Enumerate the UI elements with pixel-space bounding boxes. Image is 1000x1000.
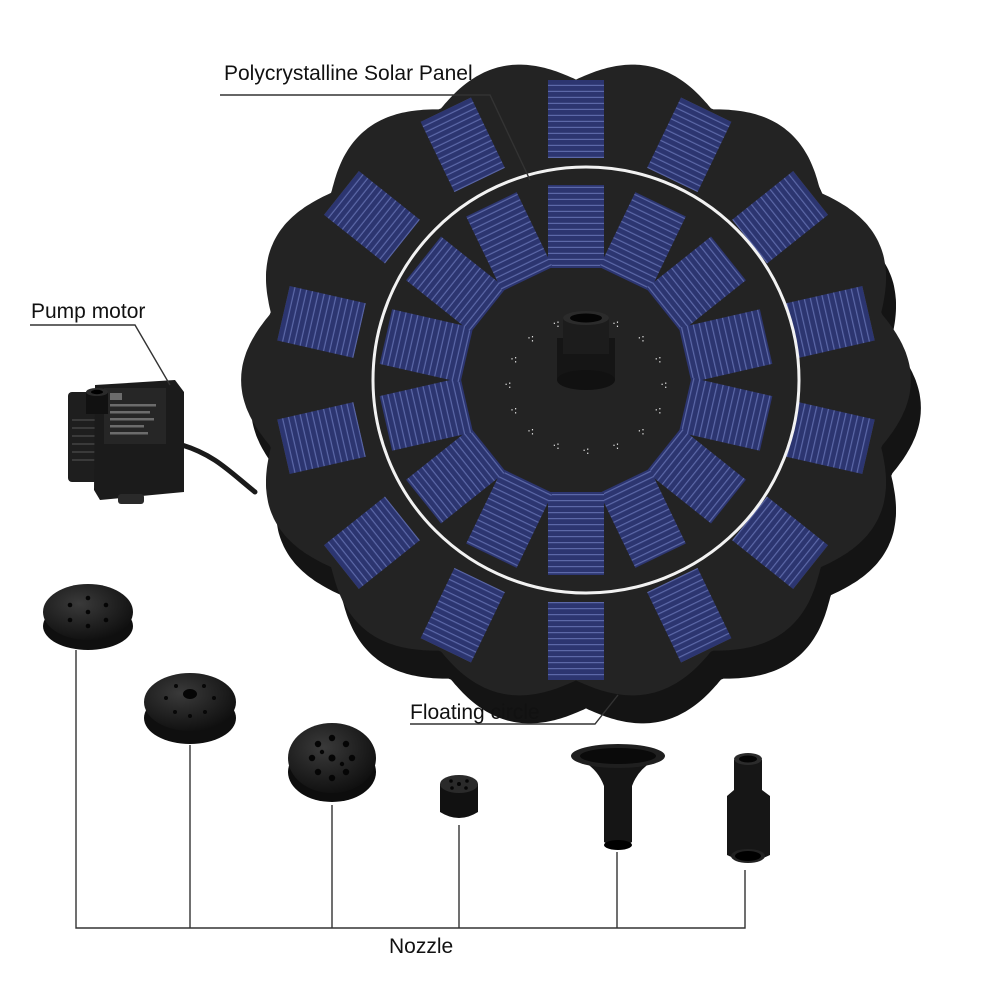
solar-cell [732, 171, 829, 264]
solar-cell [420, 97, 505, 193]
solar-cell [646, 236, 746, 333]
solar-cell [548, 185, 604, 268]
nozzle-mark: ·: [660, 378, 667, 391]
leader-lines [30, 94, 746, 929]
solar-cell [647, 567, 732, 663]
solar-cell [599, 192, 686, 292]
solar-cell [323, 171, 420, 264]
nozzle-disc-1 [43, 584, 133, 650]
solar-cell [646, 427, 746, 524]
nozzle-funnel [571, 744, 665, 850]
solar-cell [277, 285, 366, 358]
solar-panel-leader [220, 94, 531, 181]
nozzle-tube [727, 753, 770, 863]
solar-cell [379, 377, 474, 451]
solar-cell [406, 236, 506, 333]
solar-cell [678, 309, 773, 383]
solar-cell [420, 567, 505, 663]
solar-cell [548, 80, 604, 158]
solar-panel: ·:·:·:·:·:·:·:·:·:·:·:·:·:·:·:·: [241, 64, 921, 724]
floating-circle-leader [410, 694, 619, 725]
pump-motor-label: Pump motor [31, 300, 145, 323]
solar-cell [548, 492, 604, 575]
solar-cell [379, 309, 474, 383]
solar-cell [786, 402, 875, 475]
solar-cell [678, 377, 773, 451]
nozzle-mark: ·: [654, 403, 661, 416]
nozzle-mark: ·: [638, 425, 645, 438]
nozzle-mark: ·: [510, 353, 517, 366]
nozzle-mark: ·: [553, 439, 560, 452]
solar-cell [786, 285, 875, 358]
nozzle-disc-3 [288, 723, 376, 802]
nozzle-bracket [75, 650, 746, 929]
solar-cell [548, 602, 604, 680]
solar-cell [277, 402, 366, 475]
floating-circle-label: Floating circle [410, 701, 540, 724]
pump-cable [179, 442, 258, 495]
solar-panel-label: Polycrystalline Solar Panel [224, 62, 473, 85]
solar-cells [277, 80, 875, 680]
nozzle-mark: ·: [510, 403, 517, 416]
nozzle-cylinder-small [440, 775, 478, 818]
solar-cell [647, 97, 732, 193]
pump-motor [68, 380, 258, 504]
nozzle-mark: ·: [638, 331, 645, 344]
pump-label-print [110, 393, 156, 435]
solar-cell [599, 468, 686, 568]
nozzle-mark: ·: [612, 439, 619, 452]
nozzle-mark: ·: [553, 317, 560, 330]
pump-motor-leader [30, 324, 171, 386]
nozzle-mark: ·: [612, 317, 619, 330]
nozzle-mark: ·: [504, 378, 511, 391]
solar-cell [732, 496, 829, 589]
solar-cell [406, 427, 506, 524]
solar-cell [323, 496, 420, 589]
solar-cell [466, 192, 553, 292]
nozzle-mark: ·: [654, 353, 661, 366]
water-outlet [557, 311, 615, 390]
inner-ring [371, 165, 801, 595]
nozzle-mark: ·: [527, 331, 534, 344]
nozzle-mark: ·: [527, 425, 534, 438]
nozzle-label: Nozzle [389, 935, 453, 958]
nozzle-disc-2 [144, 673, 236, 744]
solar-cell [466, 468, 553, 568]
nozzle-mark: ·: [582, 444, 589, 457]
